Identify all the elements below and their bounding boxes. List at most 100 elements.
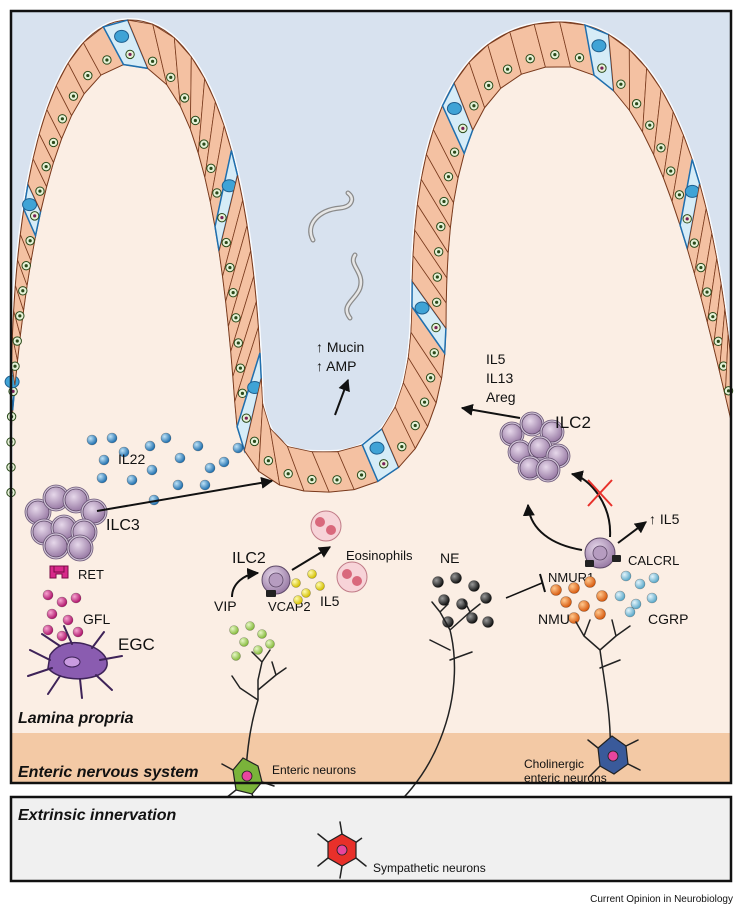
nmur1-receptor-icon xyxy=(585,560,594,567)
helminth-lower-inner xyxy=(345,253,363,320)
mucin-arrow xyxy=(334,378,350,416)
enteric-neuron-dendrites xyxy=(231,649,287,771)
extrinsic-innervation-label: Extrinsic innervation xyxy=(18,807,176,824)
gfl-label: GFL xyxy=(83,611,110,627)
vip-dot xyxy=(239,637,249,647)
il5-left-cytokines xyxy=(291,569,325,605)
goblet-mucus-granule xyxy=(114,29,130,43)
ne-inhibits-nmur1-line xyxy=(505,582,543,599)
gfl-dot xyxy=(42,589,54,601)
ne-dot xyxy=(438,594,450,606)
il5-left-label: IL5 xyxy=(320,593,340,609)
mucin-label: ↑ Mucin xyxy=(316,339,364,355)
eosinophil-cells-icon xyxy=(310,510,368,593)
ne-dot xyxy=(466,612,478,624)
il22-dot xyxy=(160,432,172,444)
nmu-dot xyxy=(568,582,580,594)
vip-dot xyxy=(253,645,263,655)
cgrp-dot xyxy=(646,592,658,604)
credit-text: Current Opinion in Neurobiology xyxy=(590,894,733,905)
cgrp-label: CGRP xyxy=(648,611,688,627)
il22-dot xyxy=(126,474,138,486)
enteric-neurons-label: Enteric neurons xyxy=(272,763,356,777)
il22-dot xyxy=(118,446,130,458)
il22-dot xyxy=(174,452,186,464)
il5-dot xyxy=(293,595,303,605)
cgrp-dot xyxy=(648,572,660,584)
nmu-dot xyxy=(584,576,596,588)
sympathetic-neuron-body-icon xyxy=(317,821,367,879)
ne-dot xyxy=(480,592,492,604)
cholinergic-neuron-dendrites xyxy=(575,619,631,756)
nmu-label: NMU xyxy=(538,611,570,627)
ilc2-to-eosinophil-arrow xyxy=(291,546,332,571)
nmu-dot xyxy=(578,600,590,612)
gfl-dot xyxy=(46,608,58,620)
sympathetic-axon xyxy=(361,599,481,839)
vip-label: VIP xyxy=(214,598,237,614)
extrinsic-innervation-region xyxy=(9,795,733,883)
ilc3-to-epithelium-arrow xyxy=(96,476,274,512)
cgrp-dot xyxy=(630,598,642,610)
gfl-ligands xyxy=(42,589,84,642)
ilc2-to-epithelium-arrow xyxy=(460,403,521,419)
blocked-x-icon xyxy=(587,479,613,507)
il22-dot xyxy=(192,440,204,452)
ne-label: NE xyxy=(440,550,459,566)
vcap2-label: VCAP2 xyxy=(268,599,311,614)
ne-dot xyxy=(450,572,462,584)
nmu-dot xyxy=(596,590,608,602)
vip-dot xyxy=(229,625,239,635)
ilc2-to-ilc2-cluster-arrow xyxy=(522,503,583,551)
ilc2-right-label: ILC2 xyxy=(555,413,591,432)
goblet-mucus-granule xyxy=(591,39,607,53)
sympathetic-neurons-label: Sympathetic neurons xyxy=(373,861,486,875)
cholinergic-label-1: Cholinergic xyxy=(524,757,584,771)
areg-label: Areg xyxy=(486,389,516,405)
goblet-mucus-granule xyxy=(369,441,385,455)
ilc3-cell-cluster xyxy=(24,484,108,562)
vip-dot xyxy=(265,639,275,649)
cgrp-dot xyxy=(624,606,636,618)
nmu-dot xyxy=(594,608,606,620)
il22-dot xyxy=(232,442,244,454)
calcrl-label: CALCRL xyxy=(628,553,679,568)
cgrp-dot xyxy=(634,578,646,590)
main-frame xyxy=(9,9,733,785)
cgrp-neuropeptides xyxy=(614,570,660,618)
il22-dot xyxy=(144,440,156,452)
vip-to-ilc2-arrow xyxy=(231,567,260,598)
ilc2-cell-cluster xyxy=(499,411,571,483)
il5-dot xyxy=(291,578,301,588)
nmu-dot xyxy=(550,584,562,596)
goblet-mucus-granule xyxy=(22,198,38,212)
ilc3-label: ILC3 xyxy=(106,517,140,534)
cholinergic-label-2: enteric neurons xyxy=(524,771,607,785)
egc-glial-cell-icon xyxy=(27,625,123,699)
vcap2-receptor-icon xyxy=(266,590,276,597)
il5-right-label: IL5 xyxy=(486,351,506,367)
gfl-dot xyxy=(42,624,54,636)
il22-cytokines xyxy=(86,432,244,506)
amp-label: ↑ AMP xyxy=(316,358,356,374)
il22-dot xyxy=(146,464,158,476)
cgrp-dot xyxy=(620,570,632,582)
il22-dot xyxy=(106,432,118,444)
gfl-dot xyxy=(62,614,74,626)
vip-dot xyxy=(245,621,255,631)
ne-norepinephrine xyxy=(432,572,494,628)
ne-dot xyxy=(432,576,444,588)
il22-dot xyxy=(199,479,211,491)
gfl-dot xyxy=(56,596,68,608)
eosinophils-label: Eosinophils xyxy=(346,548,413,563)
vip-dot xyxy=(257,629,267,639)
goblet-mucus-granule xyxy=(446,102,462,116)
il5-dot xyxy=(315,581,325,591)
ilc2-left-label: ILC2 xyxy=(232,550,266,567)
il13-label: IL13 xyxy=(486,370,513,386)
gfl-dot xyxy=(72,626,84,638)
ret-receptor-icon xyxy=(49,565,69,579)
goblet-mucus-granule xyxy=(414,301,430,315)
ne-inhibition-bar xyxy=(539,573,546,593)
il22-dot xyxy=(172,479,184,491)
